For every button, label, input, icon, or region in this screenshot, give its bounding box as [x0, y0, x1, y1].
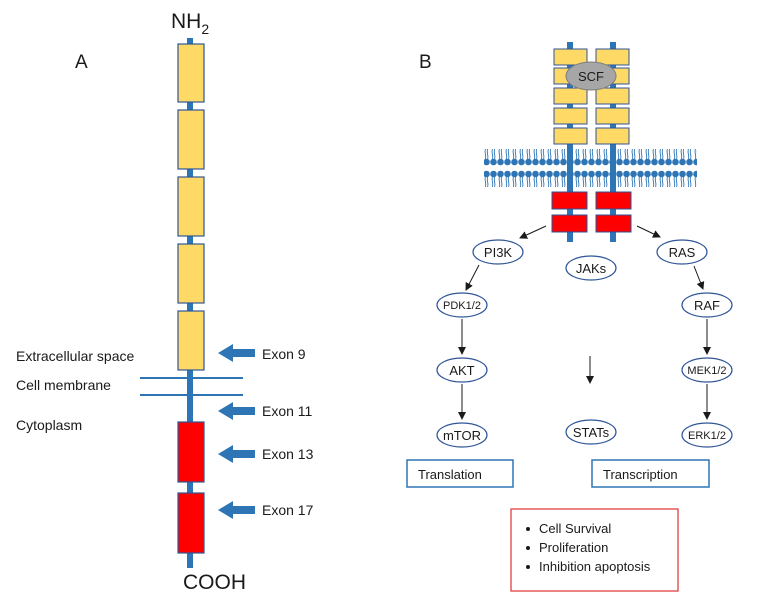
bullet-icon	[526, 546, 530, 550]
c-terminus-label: COOH	[183, 571, 246, 594]
exon-11-arrow-icon	[218, 402, 255, 420]
panel-b: B SCF	[406, 42, 733, 592]
effect-item: Cell Survival	[539, 521, 611, 536]
node-erk: ERK1/2	[681, 422, 733, 448]
node-ras: RAS	[656, 239, 708, 265]
region-cytoplasm-label: Cytoplasm	[16, 417, 82, 433]
exon-9-arrow-icon	[218, 344, 255, 362]
node-erk-label: ERK1/2	[688, 430, 726, 442]
scf-label: SCF	[578, 69, 604, 84]
node-stats-label: STATs	[573, 425, 610, 440]
kinase-domain-1	[177, 421, 205, 483]
node-akt-label: AKT	[449, 363, 474, 378]
node-pi3k-label: PI3K	[484, 245, 513, 260]
effect-item: Inhibition apoptosis	[539, 559, 651, 574]
node-stats: STATs	[565, 419, 617, 445]
ig-domain-4	[177, 243, 205, 304]
exon-13-marker: Exon 13	[218, 445, 314, 463]
effects-box: Cell Survival Proliferation Inhibition a…	[510, 508, 679, 592]
exon-17-arrow-icon	[218, 501, 255, 519]
translation-label: Translation	[418, 467, 482, 482]
panel-a-label: A	[75, 52, 88, 73]
node-raf-label: RAF	[694, 298, 720, 313]
ig-domain-3	[177, 176, 205, 237]
arrow-pi3k-pdk	[465, 264, 480, 291]
exon-9-marker: Exon 9	[218, 344, 306, 362]
node-akt: AKT	[436, 357, 488, 383]
kinase-domain-2	[177, 492, 205, 554]
node-raf: RAF	[681, 292, 733, 318]
node-pi3k: PI3K	[472, 239, 524, 265]
node-jaks-label: JAKs	[576, 261, 607, 276]
dimer-kinase-domains	[551, 191, 632, 233]
exon-11-label: Exon 11	[262, 403, 313, 419]
node-mek: MEK1/2	[681, 357, 733, 383]
transcription-box: Transcription	[591, 459, 710, 488]
node-mtor: mTOR	[436, 422, 488, 448]
exon-9-label: Exon 9	[262, 346, 306, 362]
region-extracellular-label: Extracellular space	[16, 348, 134, 364]
panel-a: A NH2 COOH Extracellular space Cell memb…	[16, 10, 314, 594]
transcription-label: Transcription	[603, 467, 678, 482]
exon-13-label: Exon 13	[262, 446, 314, 462]
node-mek-label: MEK1/2	[687, 365, 726, 377]
ig-domain-5	[177, 310, 205, 371]
scf-ligand	[565, 61, 617, 91]
node-pdk: PDK1/2	[436, 292, 488, 318]
node-ras-label: RAS	[669, 245, 696, 260]
ig-domain-2	[177, 109, 205, 170]
arrow-ras-raf	[693, 265, 705, 290]
n-terminus-label: NH2	[171, 10, 209, 37]
node-jaks: JAKs	[565, 255, 617, 281]
bullet-icon	[526, 565, 530, 569]
lipid-bilayer	[484, 149, 697, 191]
bullet-icon	[526, 527, 530, 531]
arrow-receptor-ras	[636, 225, 661, 238]
exon-17-label: Exon 17	[262, 502, 314, 518]
node-pdk-label: PDK1/2	[443, 300, 481, 312]
ig-domain-1	[177, 43, 205, 103]
effect-item: Proliferation	[539, 540, 608, 555]
exon-17-marker: Exon 17	[218, 501, 314, 519]
translation-box: Translation	[406, 459, 514, 488]
arrow-receptor-pi3k	[519, 225, 547, 239]
exon-11-marker: Exon 11	[218, 402, 313, 420]
exon-13-arrow-icon	[218, 445, 255, 463]
dimer-left-domains	[553, 48, 588, 145]
panel-b-label: B	[419, 52, 432, 73]
node-mtor-label: mTOR	[443, 428, 481, 443]
region-membrane-label: Cell membrane	[16, 377, 111, 393]
